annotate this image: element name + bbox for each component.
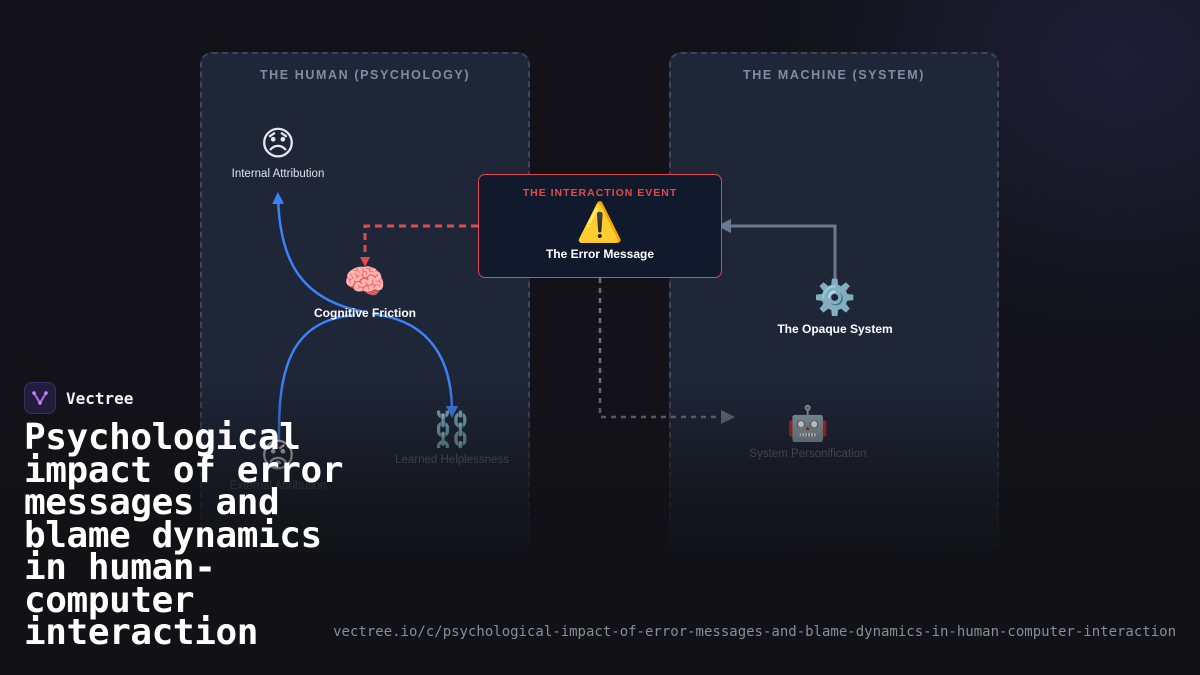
vectree-logo-icon xyxy=(24,382,56,414)
page-url[interactable]: vectree.io/c/psychological-impact-of-err… xyxy=(333,624,1176,640)
friction-to-internal-arrow xyxy=(272,192,366,314)
learned-helplessness-label: Learned Helplessness xyxy=(395,454,509,466)
robot-icon: 🤖 xyxy=(786,405,830,443)
gear-icon: ⚙️ xyxy=(813,279,857,317)
system-to-error-arrow xyxy=(717,219,837,282)
interaction-event-title: THE INTERACTION EVENT xyxy=(522,187,678,199)
human-panel-title: THE HUMAN (PSYCHOLOGY) xyxy=(259,68,471,82)
opaque-system-node: ⚙️ The Opaque System xyxy=(777,278,892,336)
opaque-system-label: The Opaque System xyxy=(777,322,893,336)
learned-helplessness-node: ⛓️ Learned Helplessness xyxy=(395,410,509,466)
chains-icon: ⛓️ xyxy=(430,411,474,449)
brand: Vectree xyxy=(24,382,133,414)
brand-name: Vectree xyxy=(66,388,134,408)
internal-attribution-node: 😞 Internal Attribution xyxy=(232,124,325,180)
sad-face-icon: 😞 xyxy=(260,125,296,163)
page-title: Psychological impact of error messages a… xyxy=(24,417,344,653)
system-personification-label: System Personification xyxy=(749,448,867,460)
machine-panel-title: THE MACHINE (SYSTEM) xyxy=(743,68,925,82)
error-to-friction-arrow xyxy=(360,224,478,267)
warning-icon: ⚠️ xyxy=(576,202,624,244)
brain-icon: 🧠 xyxy=(343,263,387,301)
system-personification-node: 🤖 System Personification xyxy=(750,404,867,460)
cognitive-friction-label: Cognitive Friction xyxy=(314,306,416,320)
internal-attribution-label: Internal Attribution xyxy=(231,168,325,180)
error-to-personification-arrow xyxy=(598,278,735,424)
friction-to-helplessness-arrow xyxy=(371,312,458,418)
cognitive-friction-node: 🧠 Cognitive Friction xyxy=(314,262,416,320)
interaction-event-box: THE INTERACTION EVENT ⚠️ The Error Messa… xyxy=(478,174,722,278)
error-message-label: The Error Message xyxy=(545,247,655,261)
